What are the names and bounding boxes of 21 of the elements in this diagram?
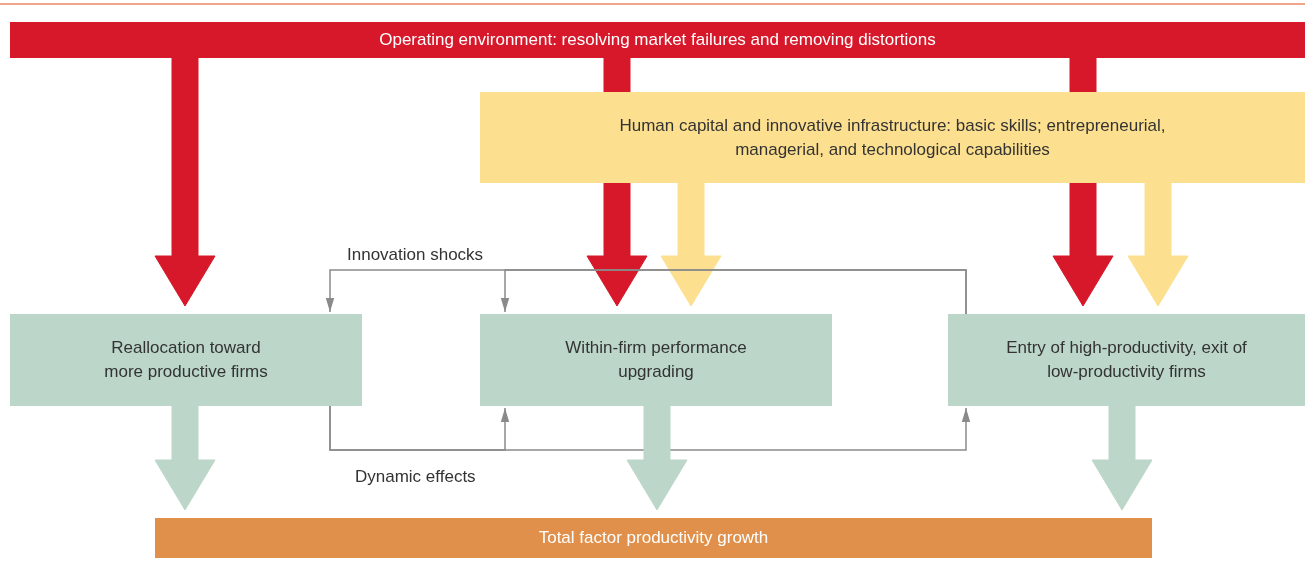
block-arrow [1127, 182, 1189, 307]
block-arrow [626, 405, 688, 511]
node-label: Entry of high-productivity, exit of low-productivity firms [1005, 337, 1248, 383]
edge-label: Dynamic effects [353, 467, 478, 487]
block-arrow [660, 182, 722, 307]
node-label: Reallocation toward more productive firms [103, 337, 269, 383]
result-bar [155, 518, 1152, 558]
arrow [500, 269, 967, 315]
block-arrow [154, 405, 216, 511]
node-label: Total factor productivity growth [538, 527, 769, 549]
arrow [329, 405, 971, 451]
process-box [480, 314, 832, 406]
block-arrow [154, 57, 216, 307]
process-box [948, 314, 1305, 406]
block-arrow [1091, 405, 1153, 511]
node-label: Operating environment: resolving market failures and removing distortions [379, 29, 936, 51]
process-box [480, 92, 1305, 183]
node-label: Within-firm performance upgrading [564, 337, 748, 383]
process-box [10, 314, 362, 406]
node-label: Human capital and innovative infrastructure: basic skills; entrepreneurial, managerial, and technological capabilities [618, 114, 1167, 161]
banner-bar [10, 22, 1305, 58]
